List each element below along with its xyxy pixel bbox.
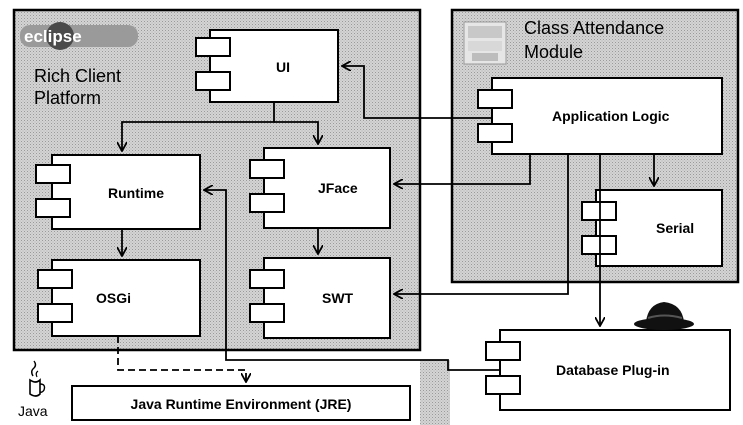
database-plugin-label: Database Plug-in xyxy=(556,362,670,378)
runtime-label: Runtime xyxy=(108,185,164,201)
arrow-ui-to-runtime xyxy=(122,102,275,150)
java-logo-text: Java xyxy=(18,403,48,419)
osgi-component: OSGi xyxy=(37,259,201,337)
jface-label: JFace xyxy=(318,180,358,196)
swt-label: SWT xyxy=(322,290,354,306)
arrow-osgi-to-jre xyxy=(117,336,246,381)
jre-label: Java Runtime Environment (JRE) xyxy=(131,396,352,412)
class-module-label-line1: Class Attendance xyxy=(524,18,664,38)
arrow-app-to-ui xyxy=(343,66,492,119)
application-logic-component: Application Logic xyxy=(477,77,723,155)
jre-component: Java Runtime Environment (JRE) xyxy=(71,385,411,421)
application-logic-label: Application Logic xyxy=(552,108,670,124)
rcp-label-line1: Rich Client xyxy=(34,66,121,86)
serial-component: Serial xyxy=(581,189,723,267)
ui-component: UI xyxy=(195,29,339,103)
arrow-db-to-runtime xyxy=(205,190,500,371)
jface-component: JFace xyxy=(249,147,391,229)
swt-component: SWT xyxy=(249,257,391,339)
arrow-ui-to-jface xyxy=(274,121,318,143)
fedora-hat-icon xyxy=(634,302,694,330)
shadow-strip xyxy=(420,360,450,425)
serial-label: Serial xyxy=(656,220,694,236)
eclipse-logo-text: eclipse xyxy=(24,27,82,46)
rcp-label-line2: Platform xyxy=(34,88,101,108)
connectors xyxy=(118,66,654,381)
ui-label: UI xyxy=(276,59,290,75)
java-logo: Java xyxy=(18,360,48,419)
osgi-label: OSGi xyxy=(96,290,131,306)
arrow-app-to-swt xyxy=(395,154,569,294)
class-module-label-line2: Module xyxy=(524,42,583,62)
class-module-logo-icon xyxy=(463,21,507,65)
eclipse-logo: eclipse xyxy=(20,22,138,50)
database-plugin-component: Database Plug-in xyxy=(485,329,731,411)
arrow-app-to-jface xyxy=(395,154,531,184)
runtime-component: Runtime xyxy=(35,154,201,230)
